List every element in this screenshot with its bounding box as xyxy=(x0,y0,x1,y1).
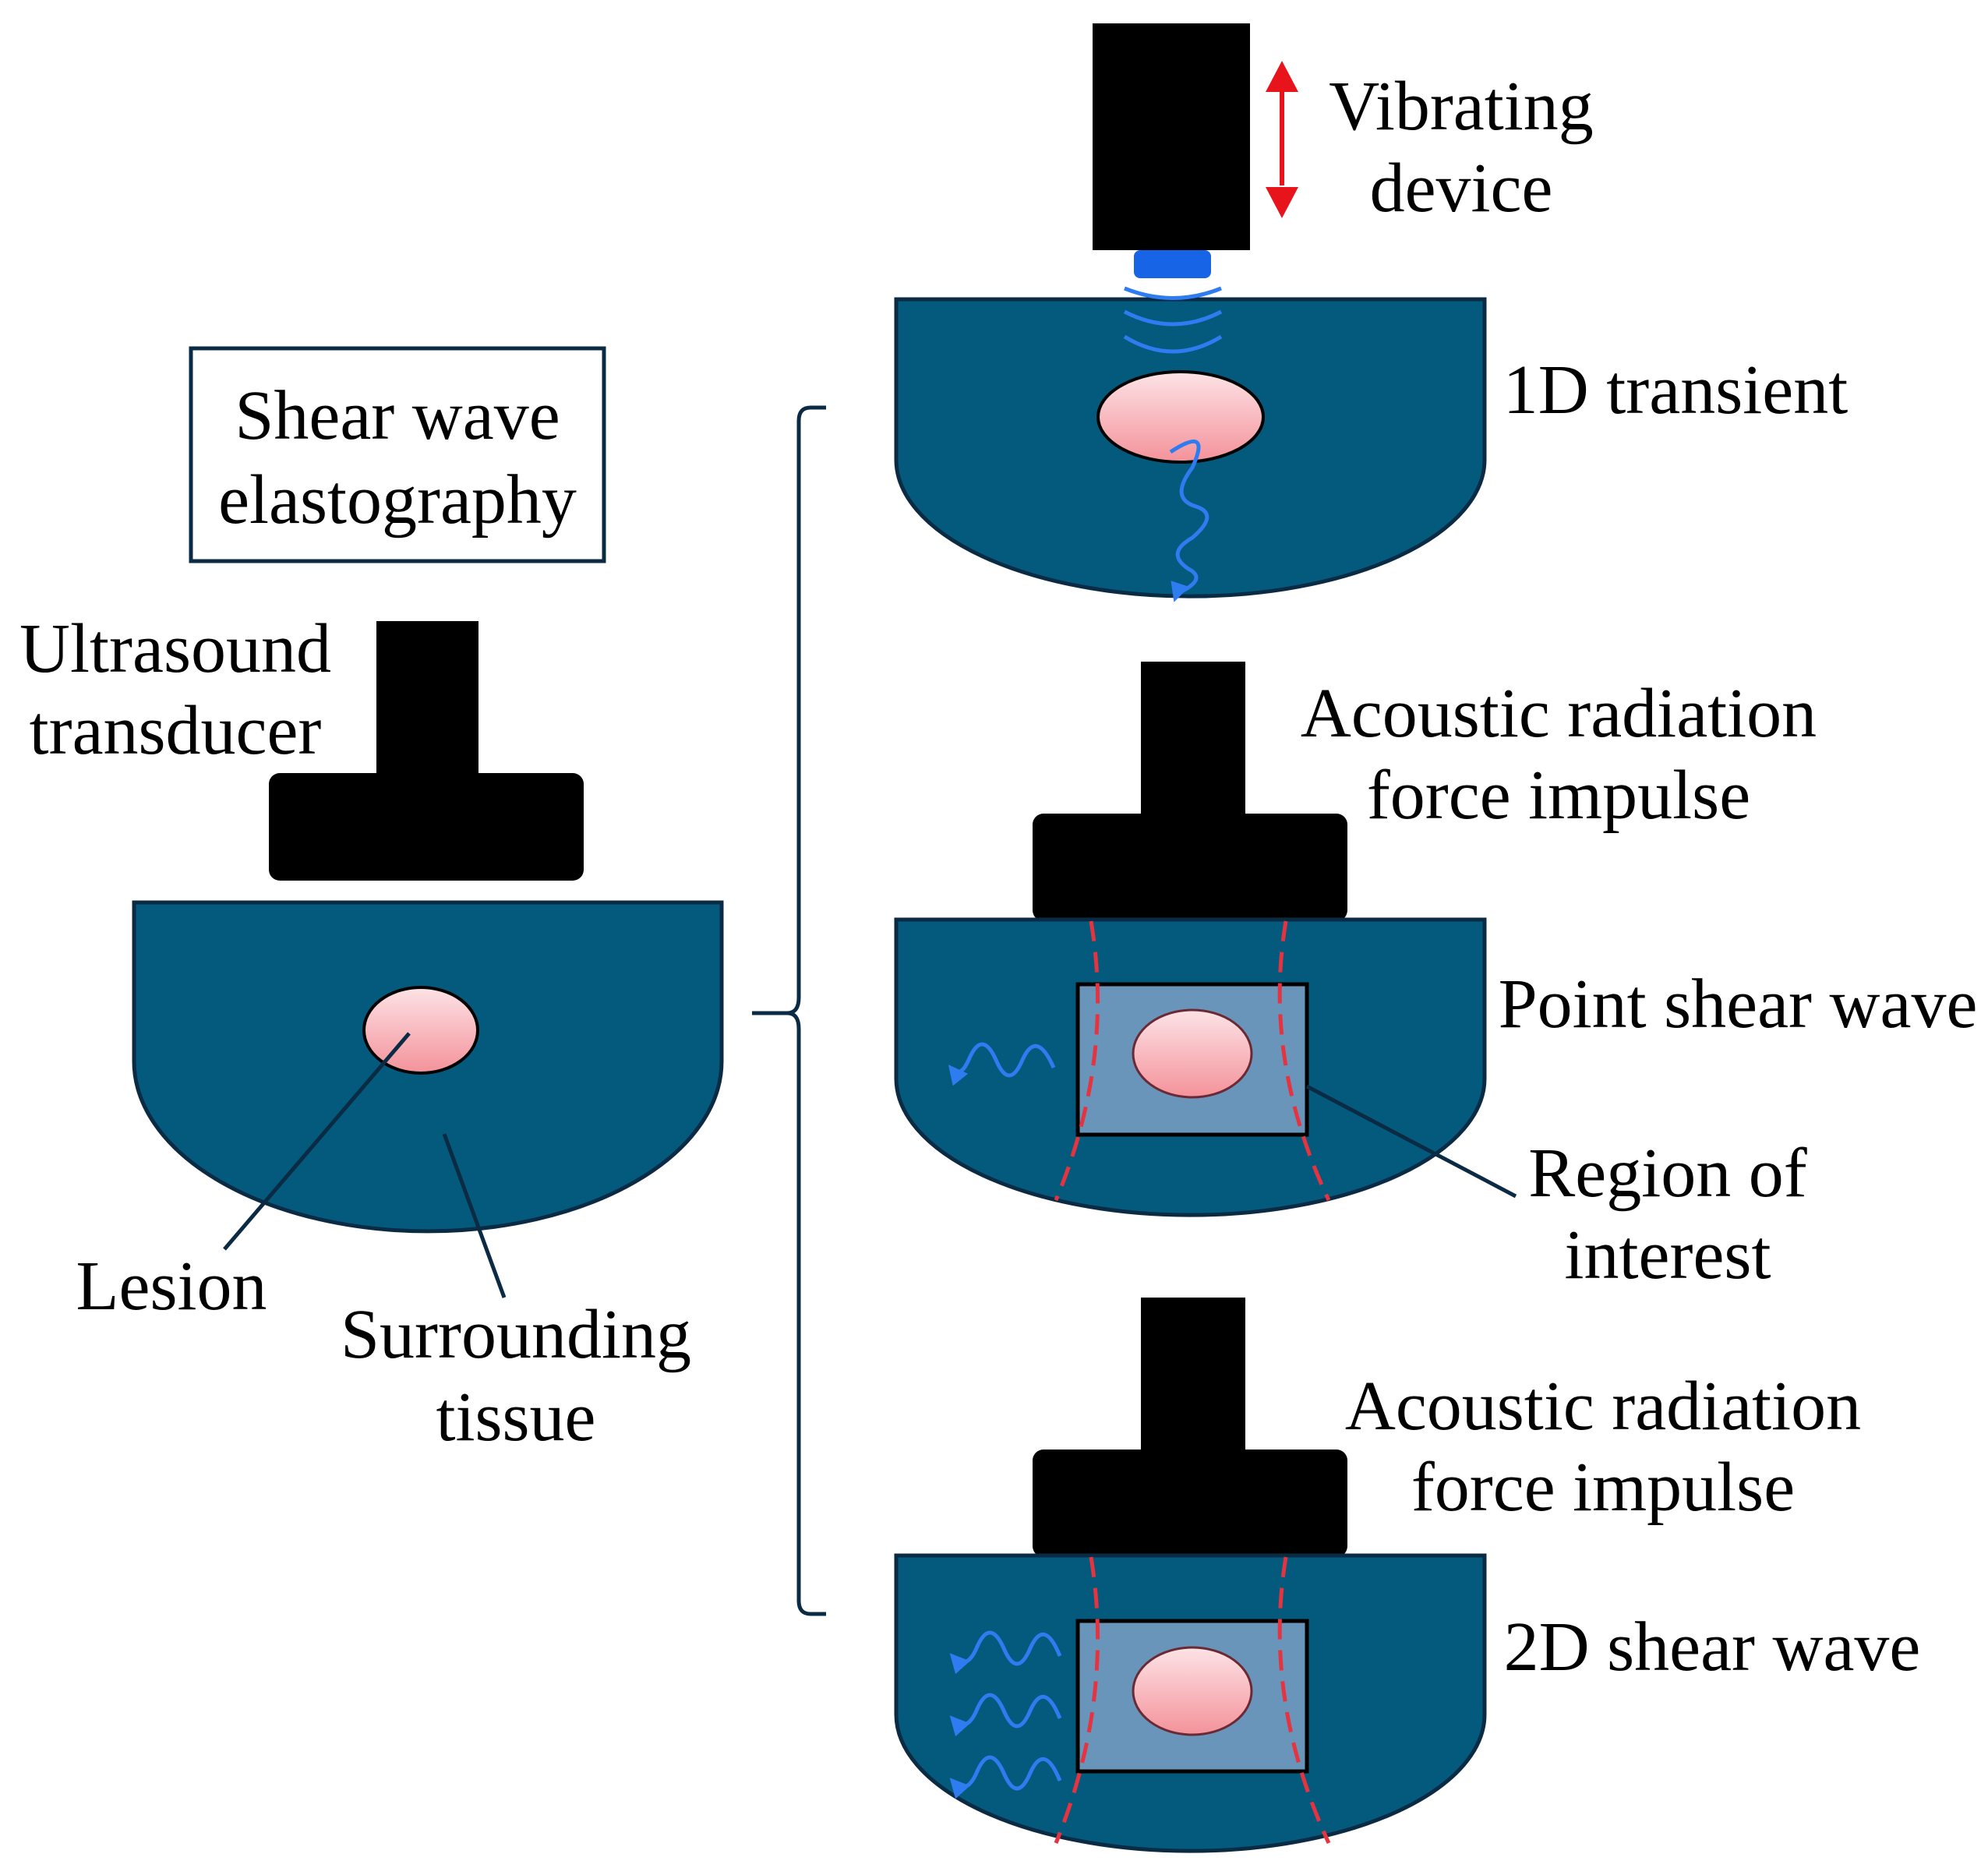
shear-waves-2d-icon xyxy=(949,1630,1062,1799)
beam-lines-point xyxy=(1054,920,1331,1202)
arfi-point-label-line-2: force impulse xyxy=(1367,757,1750,834)
point-shear-wave-label: Point shear wave xyxy=(1499,966,1978,1043)
shear-wave-point-icon xyxy=(948,1042,1056,1086)
title-line-1: Shear wave xyxy=(235,377,560,454)
lesion-pointer xyxy=(223,1032,411,1251)
vibration-arrow xyxy=(1266,61,1298,218)
arfi-2d-label-line-1: Acoustic radiation xyxy=(1345,1368,1861,1445)
bracket xyxy=(752,405,826,1616)
shear-wave-2d-label: 2D shear wave xyxy=(1504,1608,1921,1686)
vibrating-label-line-2: device xyxy=(1370,150,1553,227)
lesion-point-shear-wave xyxy=(1132,1008,1253,1099)
lesion-2d-shear-wave xyxy=(1132,1646,1253,1736)
shear-wave-1d-icon xyxy=(1169,439,1209,602)
arfi-2d-label-line-2: force impulse xyxy=(1411,1449,1795,1526)
surrounding-tissue-label-line-1: Surrounding xyxy=(341,1296,691,1373)
lesion-main xyxy=(362,986,479,1075)
vibrating-label-line-1: Vibrating xyxy=(1329,68,1594,145)
compression-waves xyxy=(1123,286,1223,354)
roi-pointer xyxy=(1305,1084,1517,1199)
vibrating-device xyxy=(1093,23,1250,278)
title-box: Shear wave elastography xyxy=(189,346,606,563)
beam-lines-2d xyxy=(1054,1556,1331,1845)
transient-1d-label: 1D transient xyxy=(1503,351,1848,429)
arfi-transducer-point xyxy=(1033,662,1347,921)
lesion-label: Lesion xyxy=(76,1248,267,1325)
ultrasound-label-line-2: transducer xyxy=(30,692,322,769)
arfi-transducer-2d xyxy=(1033,1298,1347,1557)
arfi-point-label-line-1: Acoustic radiation xyxy=(1301,675,1817,752)
lesion-1d-transient xyxy=(1096,370,1265,464)
surrounding-tissue-label-line-2: tissue xyxy=(436,1379,595,1456)
roi-label-line-2: interest xyxy=(1565,1216,1771,1294)
tissue-pointer xyxy=(442,1133,507,1298)
ultrasound-transducer xyxy=(269,621,584,881)
title-line-2: elastography xyxy=(218,461,577,539)
ultrasound-label-line-1: Ultrasound xyxy=(19,610,331,687)
roi-label-line-1: Region of xyxy=(1528,1135,1806,1212)
